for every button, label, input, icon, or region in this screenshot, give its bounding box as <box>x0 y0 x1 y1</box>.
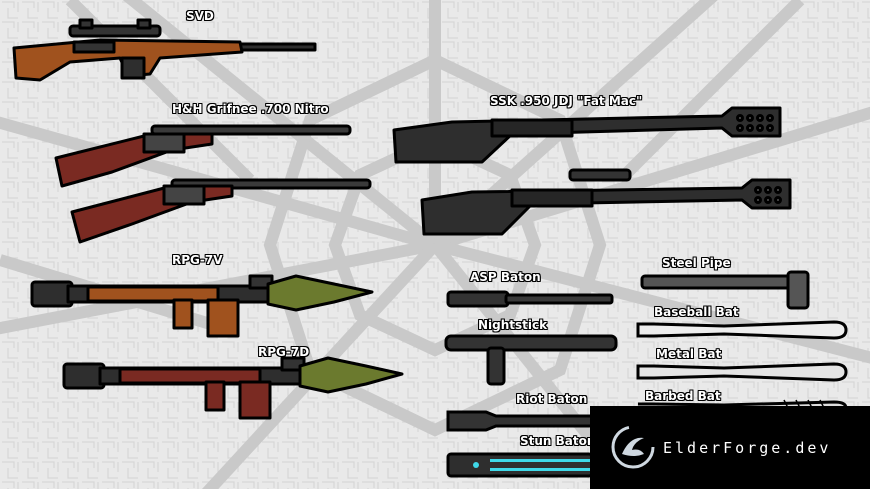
barbed-bat-label: Barbed Bat <box>645 389 721 403</box>
rpg-7d-label: RPG-7D <box>258 345 310 359</box>
nightstick-sprite <box>444 334 618 386</box>
riot-baton-sprite <box>446 410 594 432</box>
fat-mac-label: SSK .950 JDJ "Fat Mac" <box>490 94 643 108</box>
steel-pipe-sprite <box>640 270 810 310</box>
metal-bat-sprite <box>636 362 848 382</box>
fat-mac-rifle-sprite <box>392 106 792 236</box>
svd-rifle-sprite <box>12 18 317 82</box>
elderforge-logo-icon <box>611 425 655 469</box>
rpg-7d-sprite <box>62 356 404 420</box>
stun-baton-label: Stun Baton <box>520 434 596 448</box>
metal-bat-label: Metal Bat <box>656 347 722 361</box>
watermark-text: ElderForge.dev <box>663 439 832 457</box>
stun-baton-sprite <box>446 452 594 478</box>
steel-pipe-label: Steel Pipe <box>662 256 731 270</box>
rpg-7v-label: RPG-7V <box>172 253 223 267</box>
baseball-bat-label: Baseball Bat <box>654 305 739 319</box>
baseball-bat-sprite <box>636 320 848 340</box>
grifnee-label: H&H Grifnee .700 Nitro <box>172 102 329 116</box>
nightstick-label: Nightstick <box>478 318 548 332</box>
riot-baton-label: Riot Baton <box>516 392 588 406</box>
asp-baton-label: ASP Baton <box>470 270 541 284</box>
grifnee-rifle-sprite <box>54 124 372 244</box>
rpg-7v-sprite <box>30 274 374 338</box>
asp-baton-sprite <box>446 290 614 308</box>
elderforge-watermark: ElderForge.dev <box>590 406 870 489</box>
svd-label: SVD <box>186 9 214 23</box>
